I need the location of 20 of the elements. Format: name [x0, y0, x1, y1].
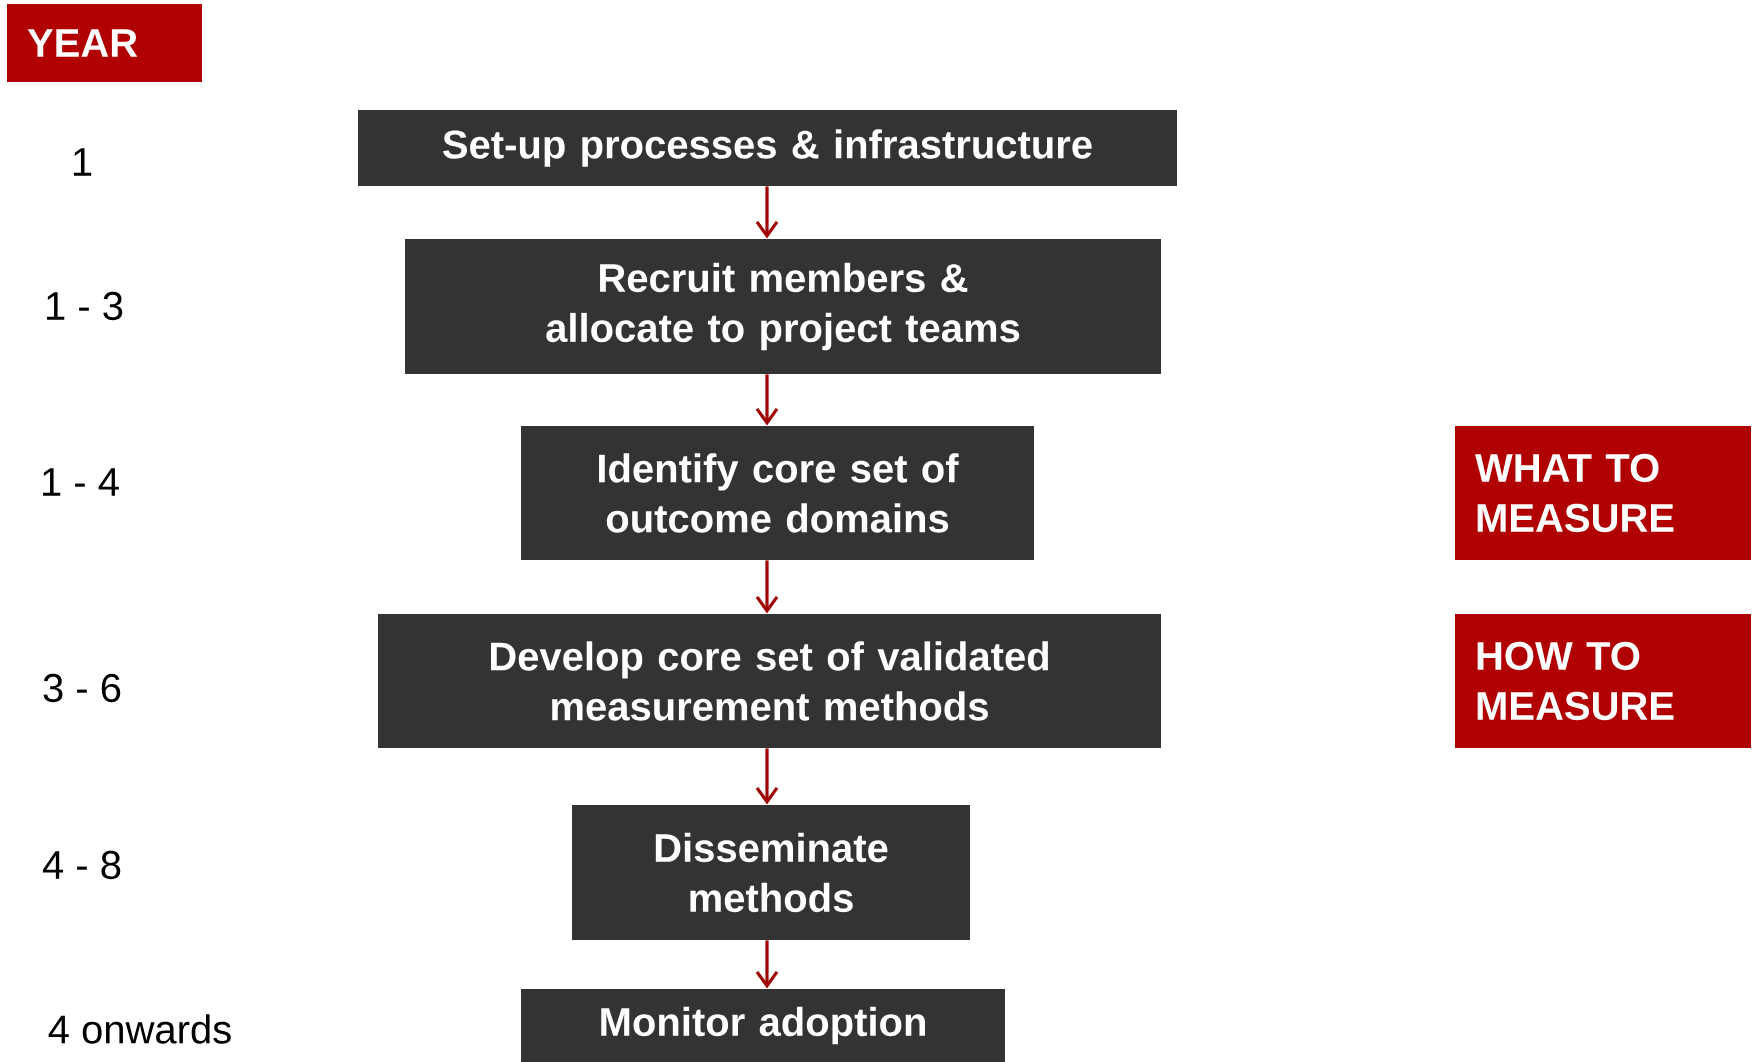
year-label: 1 — [73, 148, 92, 176]
arrow — [755, 748, 779, 805]
arrow — [755, 374, 779, 426]
tag-box: WHAT TO MEASURE — [1455, 426, 1751, 560]
year-label: 1 - 4 — [43, 468, 119, 496]
year-label: 4 onwards — [48, 1014, 231, 1044]
arrow — [755, 186, 779, 239]
tag-box: YEAR — [7, 4, 202, 82]
step-box: Set-up processes & infrastructure — [358, 110, 1177, 186]
step-box: Develop core set of validated measurement methods — [378, 614, 1161, 748]
arrow — [755, 560, 779, 614]
step-box: Identify core set of outcome domains — [521, 426, 1034, 560]
year-label: 1 - 3 — [47, 291, 123, 321]
step-box: Monitor adoption — [521, 989, 1005, 1062]
year-label: 3 - 6 — [43, 673, 121, 703]
step-box: Recruit members & allocate to project teams — [405, 239, 1161, 374]
tag-box: HOW TO MEASURE — [1455, 614, 1751, 748]
step-box: Disseminate methods — [572, 805, 970, 940]
arrow — [755, 940, 779, 989]
year-label: 4 - 8 — [42, 850, 121, 880]
